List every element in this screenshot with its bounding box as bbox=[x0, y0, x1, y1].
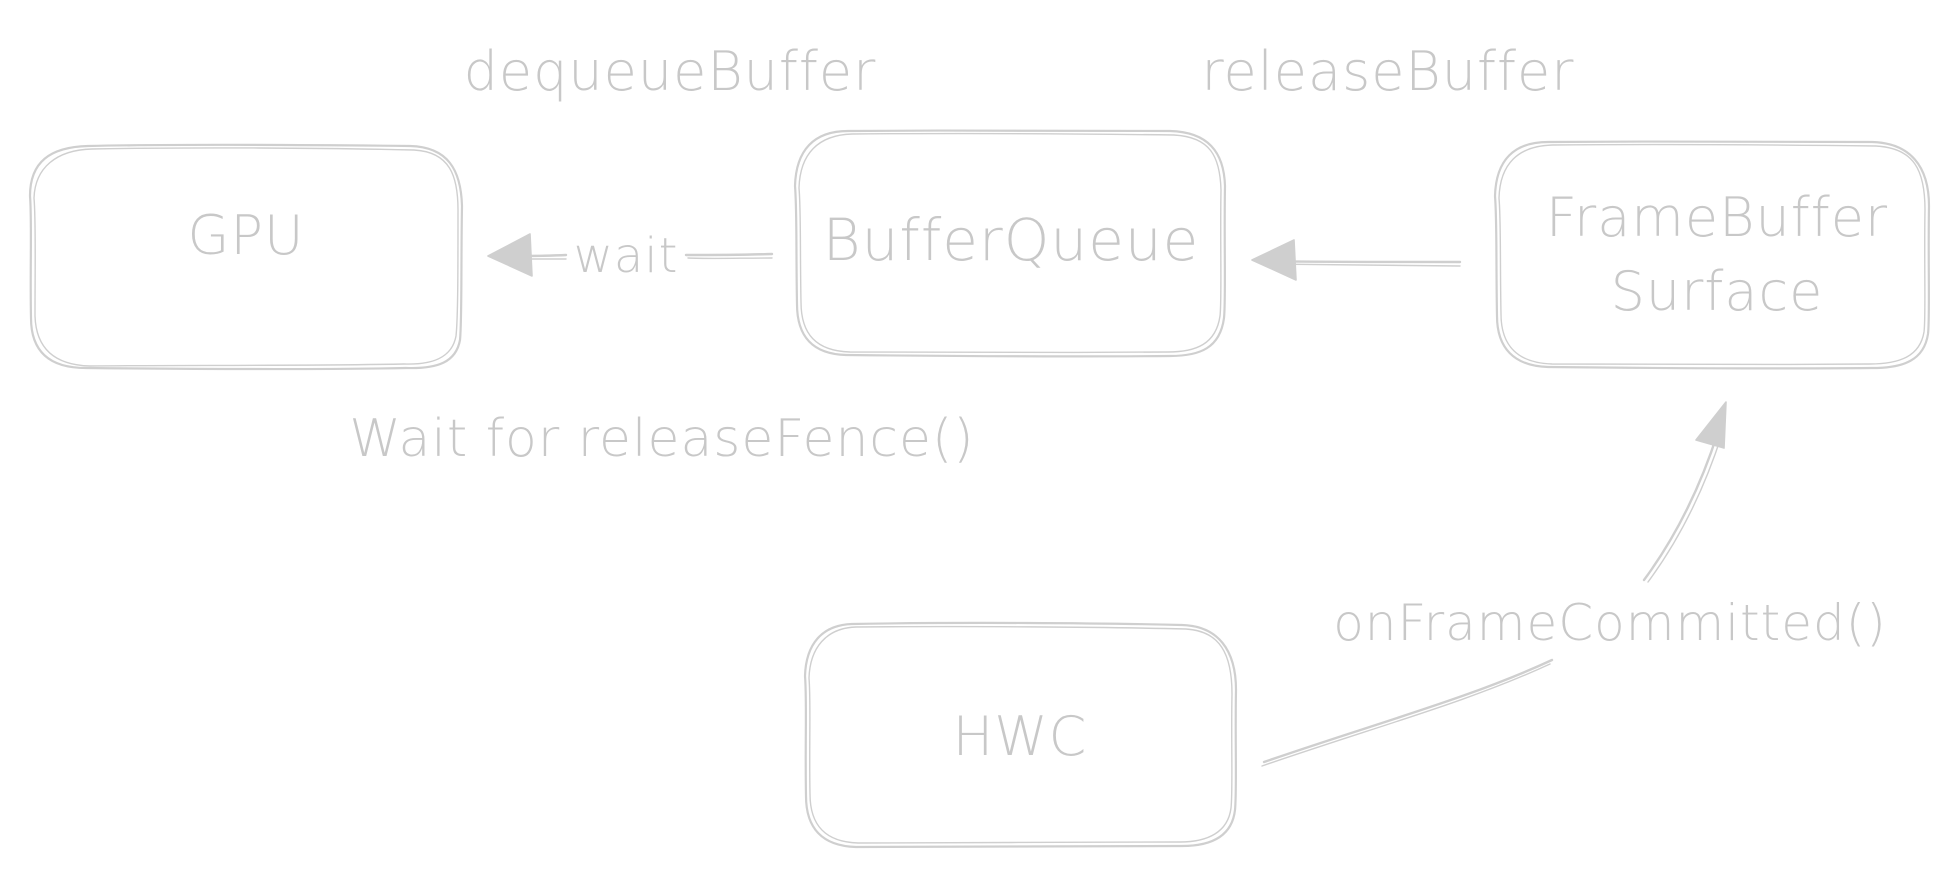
node-framebuffer-label-line1: FrameBuffer bbox=[1546, 186, 1888, 249]
node-bufferqueue-label: BufferQueue bbox=[823, 206, 1200, 274]
annotation-release-buffer: releaseBuffer bbox=[1202, 40, 1575, 103]
edge-bufferqueue-to-gpu-label: wait bbox=[574, 228, 679, 284]
edge-hwc-to-framebuffer-line-upper bbox=[1642, 430, 1720, 582]
node-gpu-outline-sketch bbox=[33, 147, 459, 367]
node-gpu[interactable]: GPU bbox=[28, 143, 464, 371]
edge-bufferqueue-to-gpu-arrowhead bbox=[487, 233, 533, 277]
edge-hwc-to-framebuffer-line-lower bbox=[1262, 658, 1554, 764]
node-hwc[interactable]: HWC bbox=[803, 621, 1238, 849]
node-framebuffer-outline-sketch bbox=[1498, 143, 1926, 366]
edge-hwc-to-framebuffer-line-upper-sketch bbox=[1647, 433, 1723, 583]
edge-hwc-to-framebuffer-label: onFrameCommitted() bbox=[1333, 594, 1887, 652]
edge-bufferqueue-to-gpu[interactable]: wait bbox=[487, 228, 774, 284]
edge-framebuffer-to-bufferqueue-arrowhead bbox=[1251, 239, 1297, 281]
node-framebuffer-outline bbox=[1493, 140, 1931, 370]
node-gpu-label: GPU bbox=[188, 204, 305, 267]
edge-hwc-to-framebuffer-line-lower-sketch bbox=[1261, 663, 1551, 767]
annotation-dequeue-buffer: dequeueBuffer bbox=[464, 40, 877, 103]
node-bufferqueue-outline-sketch bbox=[798, 132, 1222, 354]
node-hwc-label: HWC bbox=[953, 705, 1088, 768]
node-framebuffer-label-line2: Surface bbox=[1611, 260, 1824, 323]
node-framebuffer-surface[interactable]: FrameBuffer Surface bbox=[1493, 140, 1931, 370]
edge-hwc-to-framebuffer[interactable]: onFrameCommitted() bbox=[1261, 401, 1887, 767]
edge-hwc-to-framebuffer-arrowhead bbox=[1695, 401, 1727, 449]
edge-framebuffer-to-bufferqueue[interactable] bbox=[1251, 239, 1462, 281]
node-bufferqueue[interactable]: BufferQueue bbox=[793, 129, 1227, 358]
annotation-wait-release-fence: Wait for releaseFence() bbox=[349, 409, 974, 469]
edge-bufferqueue-to-gpu-line-right bbox=[684, 252, 774, 257]
node-gpu-outline bbox=[28, 143, 464, 371]
node-hwc-outline-sketch bbox=[808, 625, 1233, 844]
node-bufferqueue-outline bbox=[793, 129, 1227, 358]
node-hwc-outline bbox=[803, 621, 1238, 849]
